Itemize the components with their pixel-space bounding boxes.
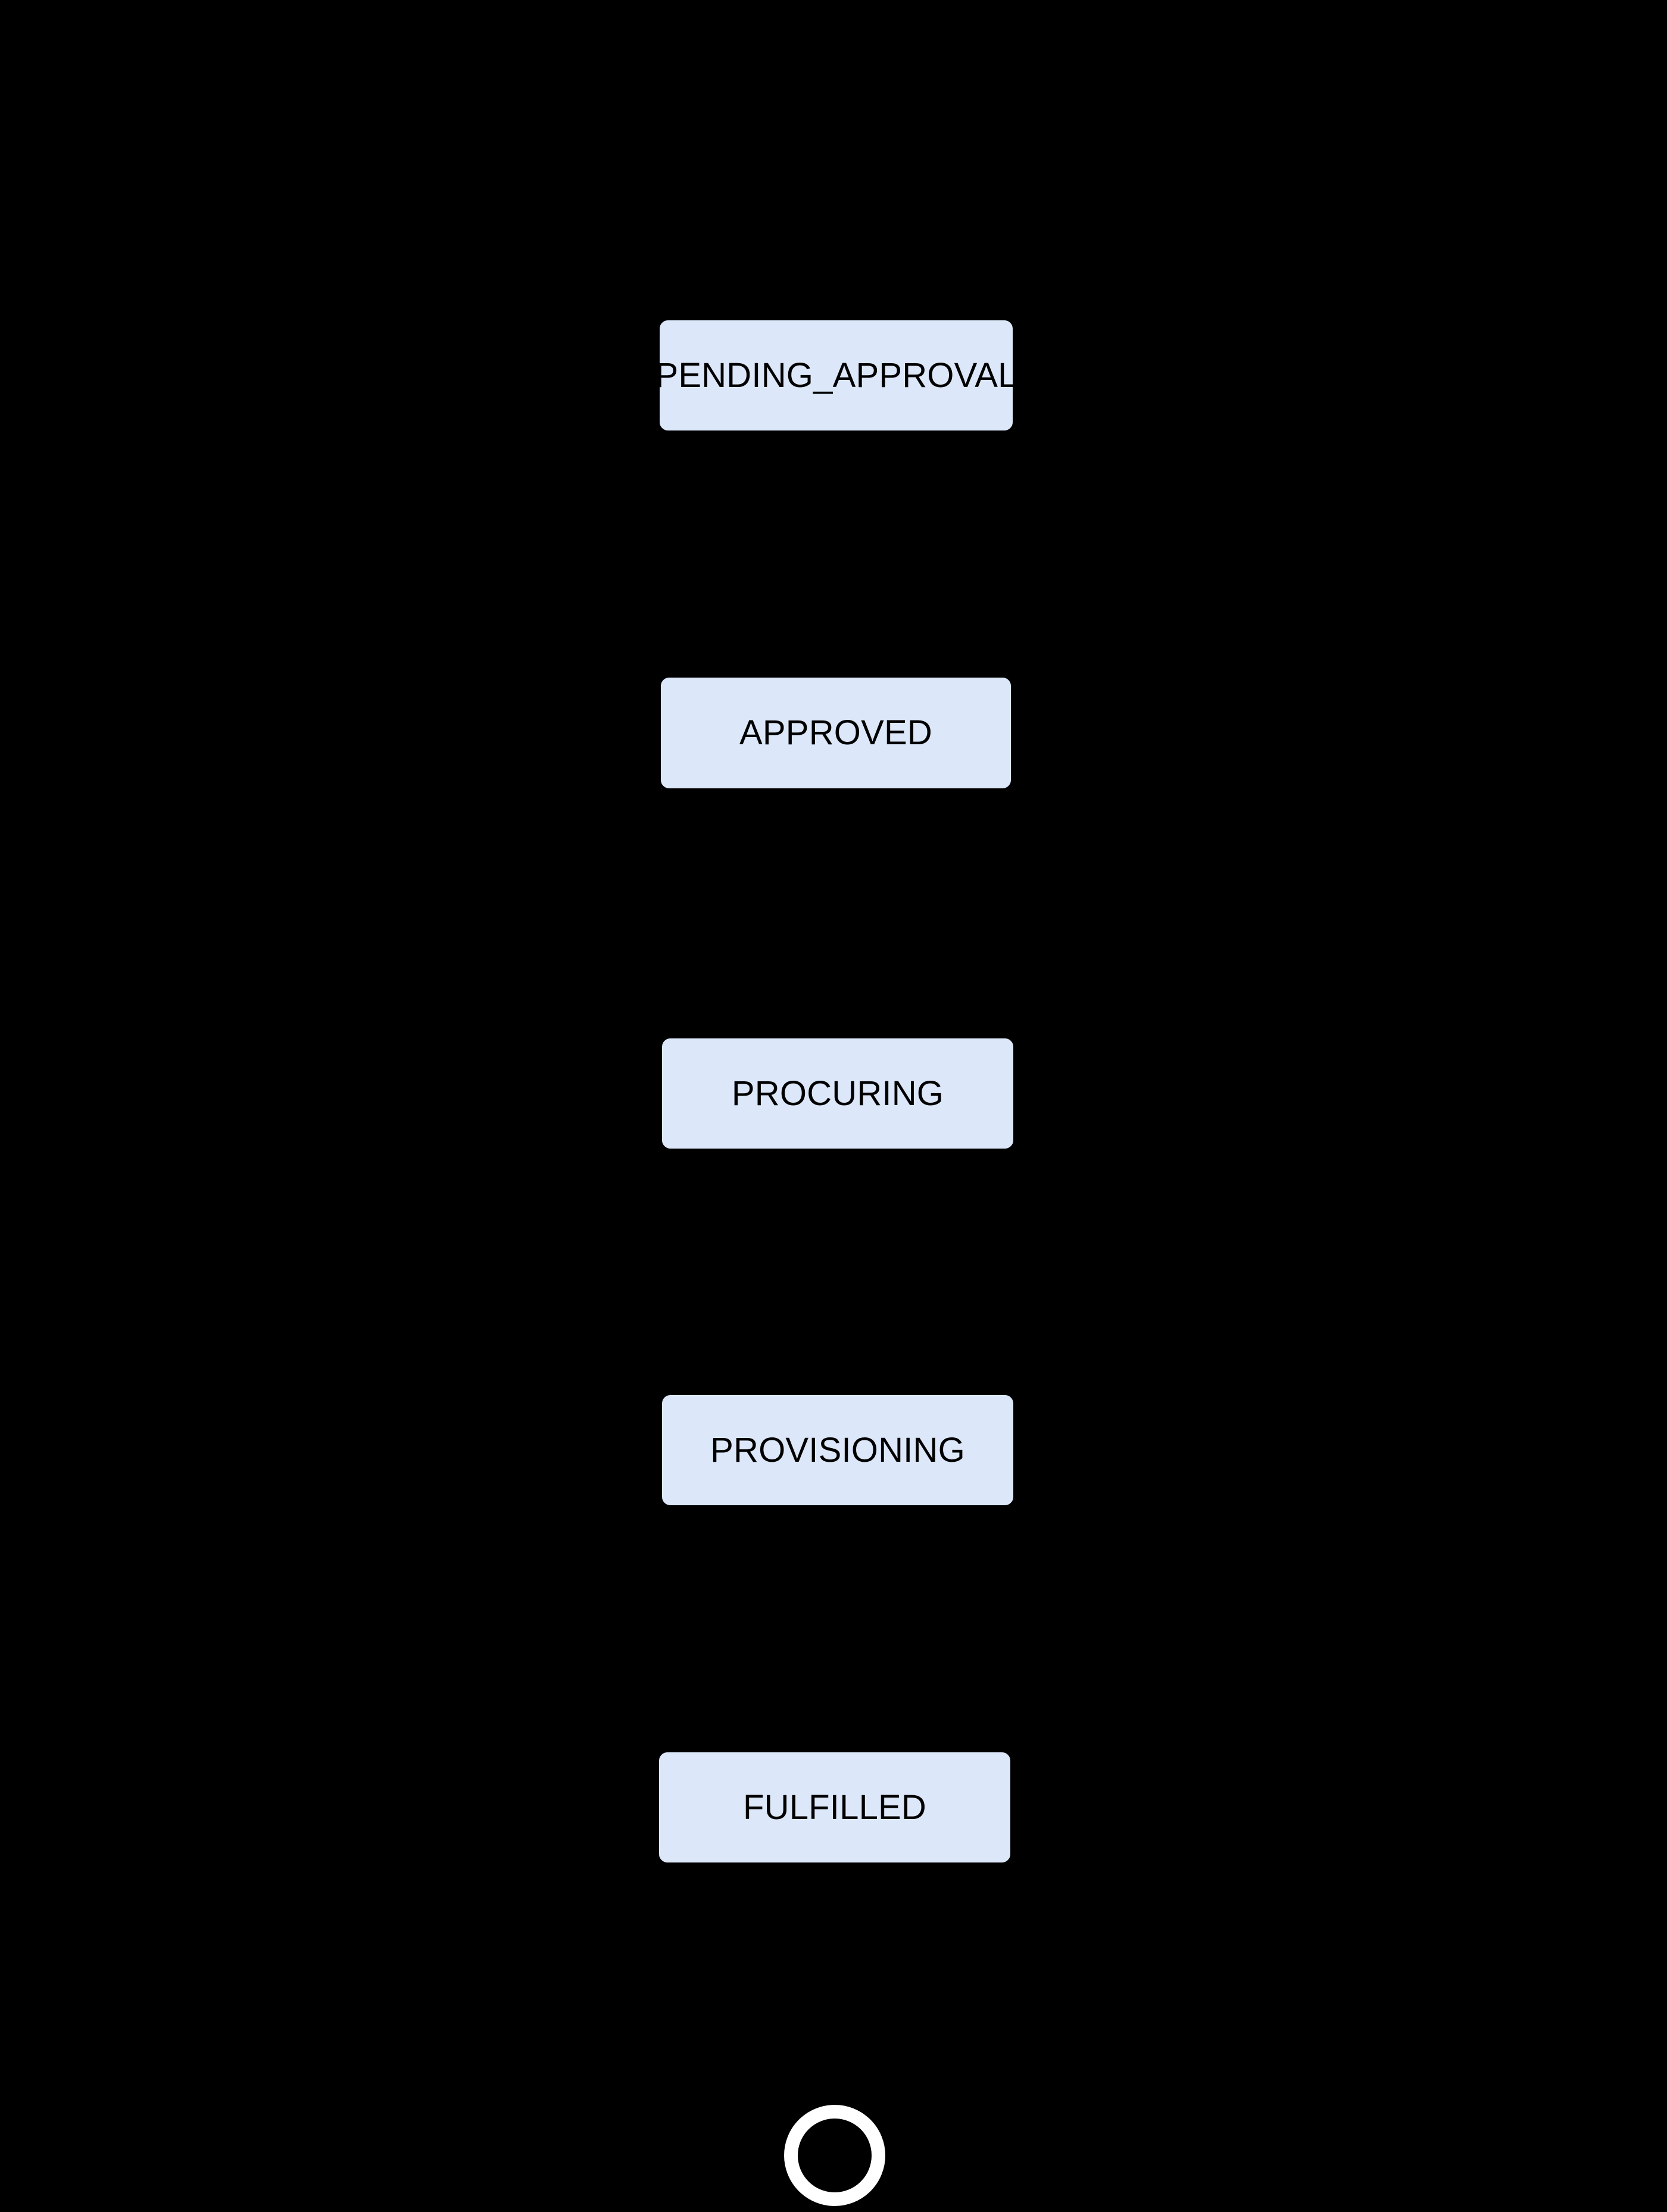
state-node-label: APPROVED (739, 713, 932, 752)
state-node-label: PROVISIONING (710, 1430, 965, 1470)
state-node-label: PENDING_APPROVAL (655, 355, 1017, 395)
end-state-marker[interactable] (784, 2105, 885, 2206)
state-node-provisioning[interactable]: PROVISIONING (662, 1395, 1013, 1505)
state-node-procuring[interactable]: PROCURING (662, 1038, 1013, 1149)
state-node-pending-approval[interactable]: PENDING_APPROVAL (655, 320, 1017, 430)
state-node-label: PROCURING (731, 1074, 944, 1113)
state-node-fulfilled[interactable]: FULFILLED (659, 1752, 1010, 1862)
state-node-label: FULFILLED (743, 1787, 926, 1827)
state-node-approved[interactable]: APPROVED (661, 678, 1011, 788)
